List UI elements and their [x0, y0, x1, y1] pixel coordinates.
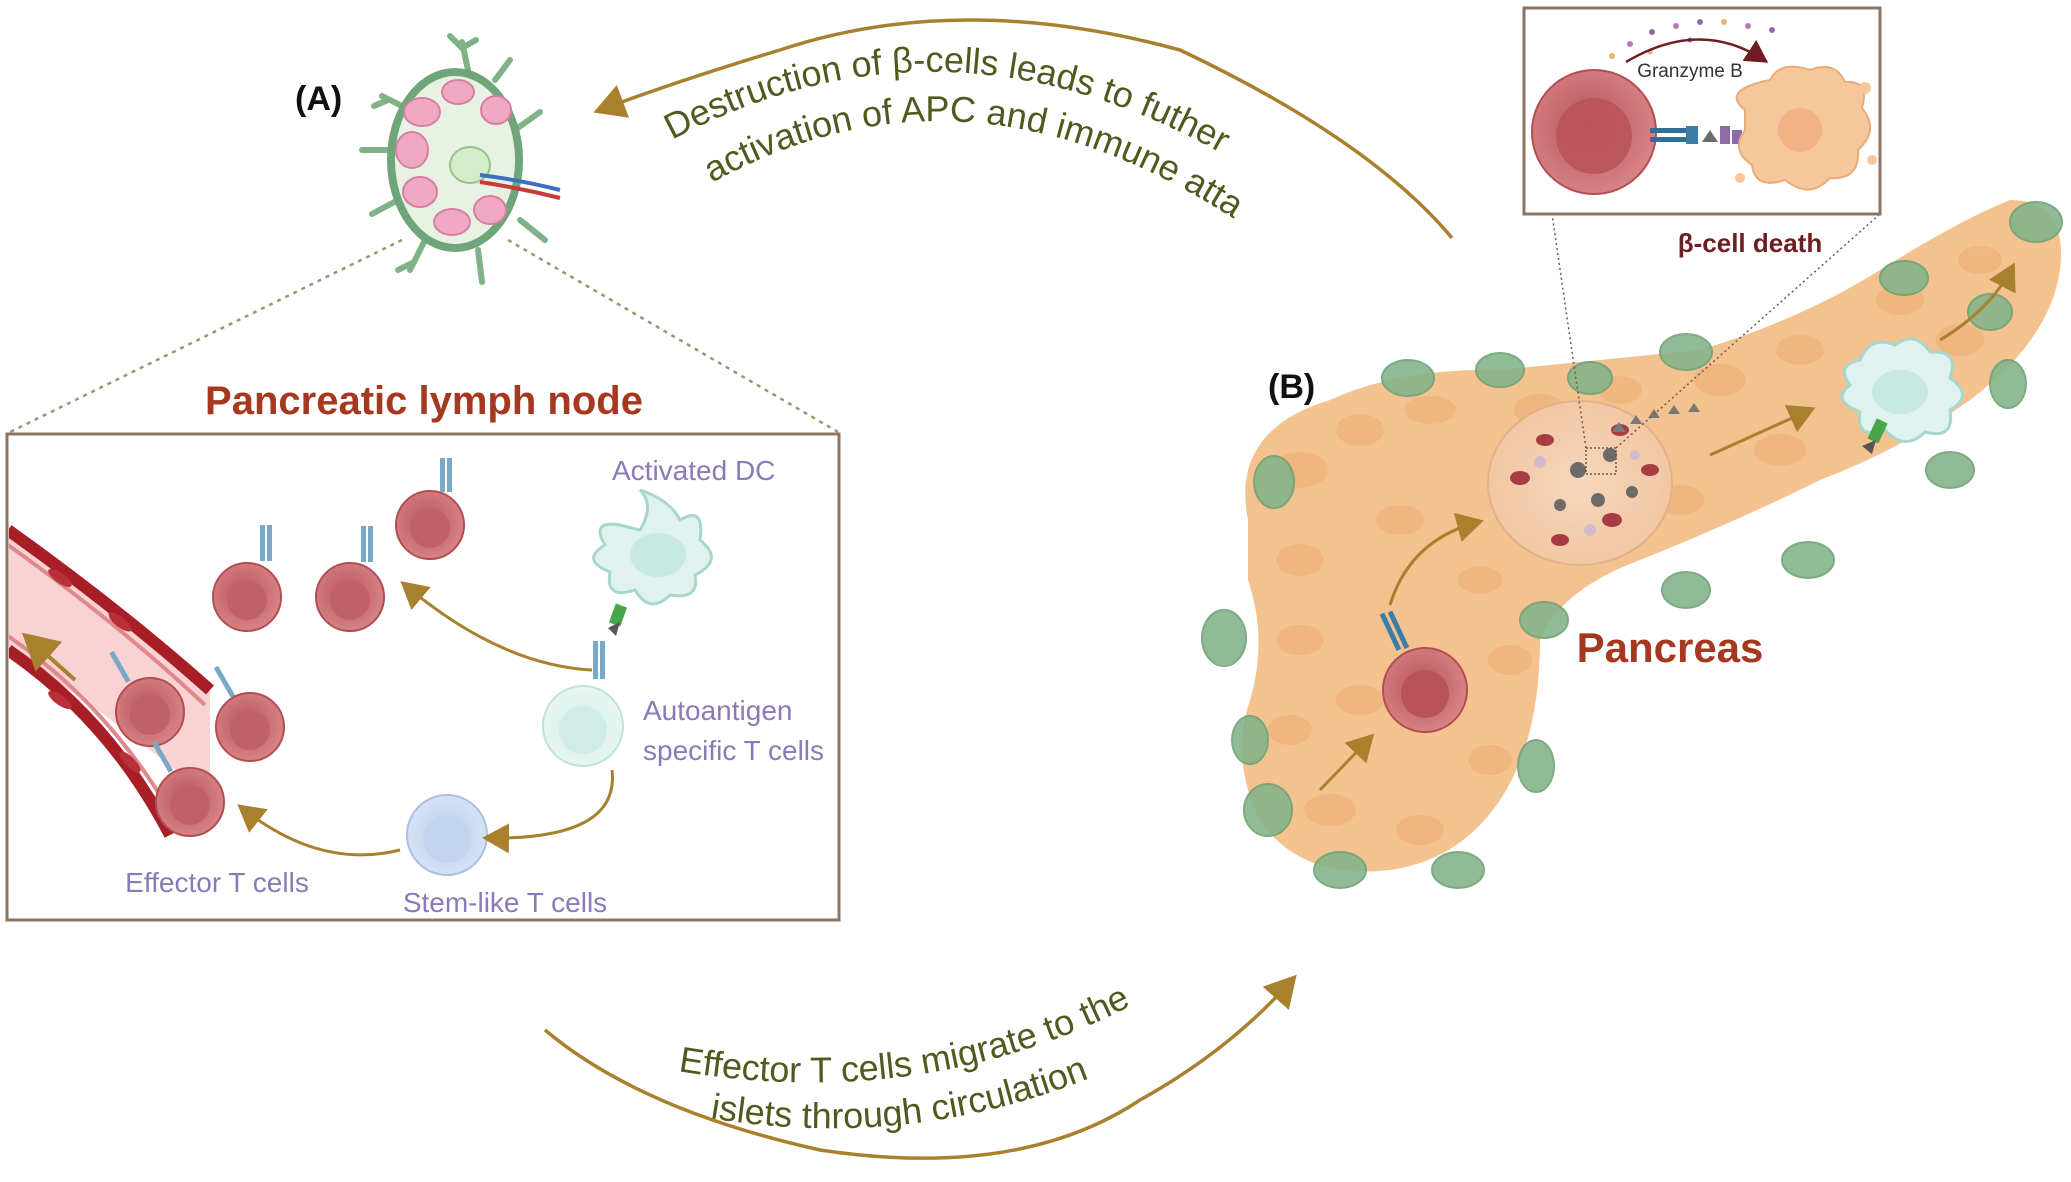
t-cell-in-pancreas — [1379, 610, 1468, 733]
effector-label: Effector T cells — [125, 867, 309, 898]
bottom-arc-caption: Effector T cells migrate to the islets t… — [677, 976, 1135, 1136]
panel-a-title: Pancreatic lymph node — [205, 379, 643, 423]
pancreas-flow-arrows — [1318, 262, 2016, 792]
t-cell — [151, 740, 225, 837]
stem-like-label: Stem-like T cells — [403, 887, 607, 918]
top-cycle-arrow — [593, 18, 1454, 240]
autoantigen-t-cell — [542, 641, 624, 767]
lymph-node-icon — [359, 33, 561, 285]
effector-t-cells — [109, 458, 465, 837]
beta-cell-death-inset: Granzyme B — [1522, 6, 1882, 216]
t-cell — [109, 650, 185, 747]
panel-a-label: (A) — [295, 80, 342, 118]
pancreas-organ — [1201, 200, 2063, 889]
top-arc-line2: activation of APC and immune attack — [0, 0, 1252, 226]
activated-dc — [592, 488, 713, 636]
top-arc-caption: Destruction of β-cells leads to futher a… — [0, 0, 1252, 226]
granzyme-label: Granzyme B — [1637, 61, 1743, 82]
activated-dc-label: Activated DC — [612, 455, 775, 486]
dc-in-pancreas — [1840, 337, 1964, 454]
t-cell — [395, 458, 465, 560]
inset-flow-arrows — [237, 581, 614, 857]
t-cell — [212, 525, 282, 632]
autoantigen-label-line1: Autoantigen — [643, 695, 792, 726]
panel-b-label: (B) — [1268, 368, 1315, 406]
pancreas-title: Pancreas — [1577, 624, 1764, 671]
t-cell — [315, 526, 385, 632]
panel-a: (A) — [5, 33, 841, 922]
stem-like-t-cell — [406, 794, 488, 876]
panel-b: (B) — [1201, 6, 2063, 889]
islet-cluster — [1487, 400, 1700, 566]
bottom-cycle-arrow — [543, 974, 1297, 1160]
beta-cell-death-label: β-cell death — [1678, 228, 1822, 258]
t-cell — [213, 665, 285, 762]
autoantigen-label-line2: specific T cells — [643, 735, 824, 766]
cycle-arrows — [543, 18, 1454, 1160]
islets — [1201, 201, 2063, 889]
